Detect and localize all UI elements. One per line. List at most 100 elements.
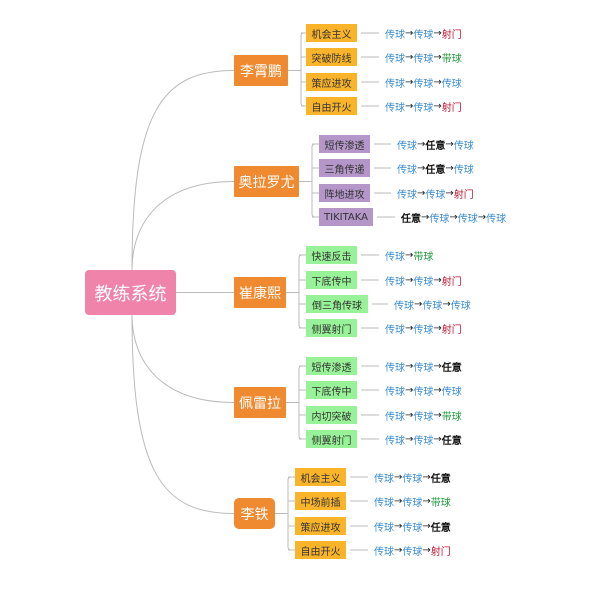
root-node[interactable]: 教练系统: [85, 270, 176, 315]
tactic-node[interactable]: 机会主义: [295, 468, 346, 486]
coach-node[interactable]: 崔康熙: [234, 277, 286, 308]
root-link-curve: [131, 314, 235, 403]
action-sequence: 传球→带球: [385, 246, 433, 264]
tactic-node[interactable]: 下底传中: [306, 381, 357, 399]
tactic-node[interactable]: 快速反击: [306, 246, 357, 264]
arrow-icon: →: [442, 298, 451, 310]
action-token: 射门: [441, 324, 462, 336]
arrow-icon: →: [422, 471, 431, 483]
arrow-icon: →: [433, 76, 442, 88]
action-token: 传球: [453, 164, 474, 176]
action-token: 传球: [422, 300, 443, 312]
action-sequence: 传球→传球→任意: [385, 430, 462, 448]
tactic-node[interactable]: 机会主义: [306, 24, 357, 42]
tactic-node[interactable]: 侧翼射门: [306, 430, 357, 448]
action-token: 传球: [397, 140, 417, 152]
tactic-node[interactable]: 倒三角传球: [306, 295, 368, 313]
tactic-node[interactable]: 中场前插: [295, 492, 346, 510]
action-token: 传球: [413, 102, 434, 114]
tactic-node[interactable]: 侧翼射门: [306, 319, 357, 337]
action-sequence: 传球→传球→传球: [385, 73, 462, 91]
action-token: 传球: [441, 78, 462, 90]
action-sequence: 传球→传球→带球: [385, 406, 462, 424]
action-token: 传球: [385, 435, 405, 447]
tactic-node[interactable]: 自由开火: [295, 541, 346, 559]
tactic-bracket-line: [300, 32, 305, 107]
arrow-icon: →: [421, 211, 430, 223]
action-token: 传球: [385, 411, 405, 423]
tactic-node[interactable]: 内切突破: [306, 406, 357, 424]
action-sequence: 传球→传球→带球: [374, 492, 451, 510]
tactic-node[interactable]: 短传渗透: [319, 135, 370, 153]
arrow-icon: →: [405, 384, 414, 396]
arrow-icon: →: [417, 162, 426, 174]
tactic-node[interactable]: 阵地进攻: [319, 184, 370, 202]
arrow-icon: →: [394, 520, 403, 532]
action-token: 任意: [430, 522, 451, 534]
action-token: 射门: [453, 189, 474, 201]
arrow-icon: →: [433, 360, 442, 372]
action-token: 传球: [385, 53, 405, 65]
action-token: 传球: [402, 473, 423, 485]
action-sequence: 传球→传球→传球: [385, 381, 462, 399]
action-token: 传球: [374, 546, 394, 558]
action-token: 传球: [385, 386, 405, 398]
action-token: 传球: [402, 546, 423, 558]
tactic-node[interactable]: 三角传递: [319, 159, 370, 177]
action-token: 任意: [425, 140, 446, 152]
action-token: 传球: [413, 324, 434, 336]
action-token: 传球: [457, 213, 478, 225]
action-sequence: 传球→任意→传球: [397, 159, 474, 177]
tactic-node[interactable]: 突破防线: [306, 48, 357, 66]
action-token: 射门: [441, 102, 462, 114]
tactic-node[interactable]: TIKITAKA: [319, 208, 373, 226]
arrow-icon: →: [433, 384, 442, 396]
tactic-node[interactable]: 策应进攻: [306, 73, 357, 91]
coach-node[interactable]: 佩雷拉: [234, 387, 286, 418]
tactic-node[interactable]: 自由开火: [306, 97, 357, 115]
tactic-node[interactable]: 短传渗透: [306, 357, 357, 375]
action-token: 带球: [441, 53, 462, 65]
action-token: 任意: [441, 362, 462, 374]
arrow-icon: →: [394, 471, 403, 483]
coach-node[interactable]: 李铁: [234, 498, 275, 529]
tactic-bracket-line: [298, 254, 303, 329]
arrow-icon: →: [433, 27, 442, 39]
action-sequence: 传球→传球→射门: [397, 184, 474, 202]
arrow-icon: →: [449, 211, 458, 223]
action-token: 传球: [402, 497, 423, 509]
action-token: 任意: [430, 473, 451, 485]
tactic-bracket-line: [287, 476, 292, 551]
arrow-icon: →: [405, 27, 414, 39]
action-sequence: 传球→传球→带球: [385, 48, 462, 66]
action-sequence: 传球→传球→射门: [385, 24, 462, 42]
action-token: 传球: [402, 522, 423, 534]
action-token: 传球: [413, 435, 434, 447]
action-token: 传球: [397, 189, 417, 201]
action-token: 传球: [413, 29, 434, 41]
arrow-icon: →: [433, 100, 442, 112]
arrow-icon: →: [405, 76, 414, 88]
coach-node[interactable]: 李霄鹏: [234, 55, 288, 86]
coach-node[interactable]: 奥拉罗尤: [234, 166, 299, 197]
tactic-node[interactable]: 策应进攻: [295, 517, 346, 535]
arrow-icon: →: [433, 51, 442, 63]
action-token: 任意: [441, 435, 462, 447]
tactic-node[interactable]: 下底传中: [306, 271, 357, 289]
action-token: 传球: [413, 276, 434, 288]
action-token: 传球: [486, 213, 507, 225]
action-sequence: 传球→传球→射门: [385, 97, 462, 115]
action-sequence: 传球→传球→任意: [374, 517, 451, 535]
arrow-icon: →: [394, 544, 403, 556]
tactic-bracket-line: [298, 365, 303, 440]
arrow-icon: →: [405, 51, 414, 63]
action-token: 传球: [385, 362, 405, 374]
arrow-icon: →: [422, 544, 431, 556]
action-token: 射门: [430, 546, 451, 558]
action-token: 传球: [397, 164, 417, 176]
arrow-icon: →: [405, 360, 414, 372]
arrow-icon: →: [405, 100, 414, 112]
action-sequence: 传球→传球→射门: [374, 541, 451, 559]
arrow-icon: →: [405, 274, 414, 286]
action-token: 任意: [401, 213, 421, 225]
